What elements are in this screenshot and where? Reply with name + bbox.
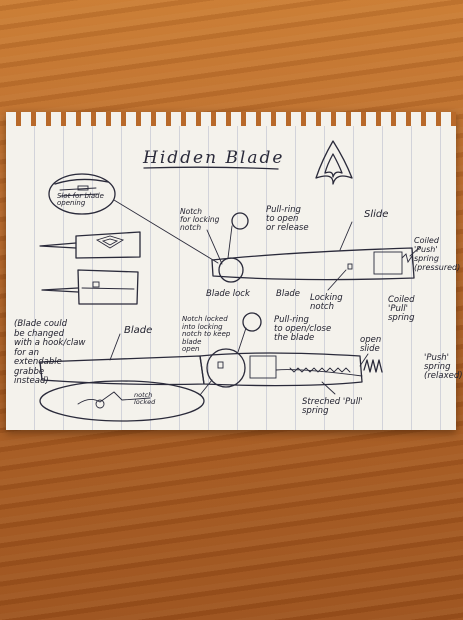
label-pull-ring-release: Pull-ring to open or release: [266, 205, 309, 233]
notebook-paper: [6, 112, 456, 430]
label-open-slide: open slide: [360, 335, 382, 354]
page-title: Hidden Blade: [143, 148, 285, 168]
gauntlet-bottom-sketch: [41, 269, 139, 305]
label-pull-ring-open-close: Pull-ring to open/close the blade: [274, 315, 332, 343]
label-blade-lock: Blade lock: [206, 289, 250, 299]
notch-locked-detail: [39, 379, 213, 422]
label-notch-locked: Notch locked into locking notch to keep …: [182, 315, 231, 353]
label-blade-top: Blade: [276, 289, 301, 299]
torn-perforated-edge: [6, 112, 456, 126]
gauntlet-open: [39, 312, 383, 395]
label-notch-locked-small: notch locked: [134, 391, 156, 406]
label-push-spring-relaxed: 'Push' spring (relaxed): [424, 353, 463, 381]
label-coiled-push-spring: Coiled 'Push' spring (pressured): [414, 236, 461, 272]
gauntlet-closed: [206, 212, 421, 291]
label-blade-note: (Blade could be changed with a hook/claw…: [14, 319, 86, 386]
title-underline: [143, 166, 279, 170]
label-blade-opening: Slot for blade opening: [57, 192, 104, 207]
label-coiled-pull-spring: Coiled 'Pull' spring: [388, 295, 415, 323]
label-notch-for-locking: Notch for locking notch: [180, 207, 220, 232]
label-stretched-pull-spring: Streched 'Pull' spring: [302, 397, 363, 416]
label-locking-notch: Locking notch: [310, 293, 343, 312]
gauntlet-side-sketch: [39, 231, 141, 259]
label-blade-bottom: Blade: [124, 325, 153, 336]
blade-opening-detail: [48, 173, 219, 264]
assassin-emblem-icon: [315, 140, 353, 185]
label-slide: Slide: [364, 209, 389, 220]
